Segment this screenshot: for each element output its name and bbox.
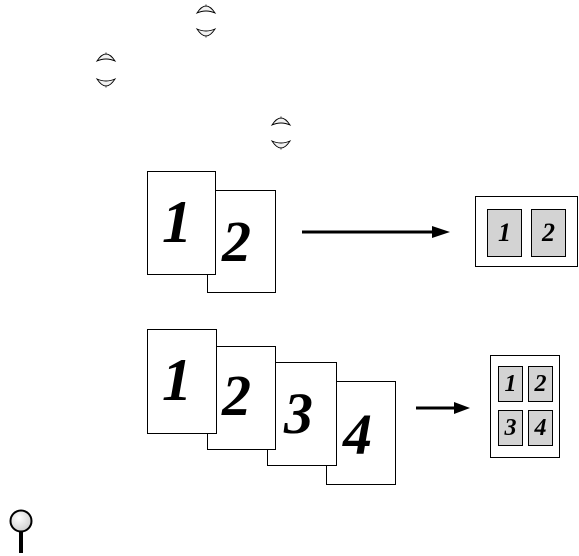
source-page-1: 1 bbox=[147, 329, 217, 434]
up-arrow-key-icon bbox=[270, 112, 292, 127]
page-number: 1 bbox=[162, 350, 192, 410]
source-page-3: 3 bbox=[267, 362, 337, 466]
source-page-2: 2 bbox=[207, 190, 276, 293]
page-number: 3 bbox=[284, 385, 313, 443]
up-arrow-key-icon bbox=[195, 0, 217, 15]
source-page-2: 2 bbox=[207, 346, 276, 450]
page-number: 1 bbox=[162, 192, 192, 252]
nav-up-key-3[interactable] bbox=[270, 112, 292, 127]
page-number: 2 bbox=[222, 367, 251, 425]
nav-up-key-1[interactable] bbox=[195, 0, 217, 15]
arrow-right-icon bbox=[416, 401, 472, 415]
down-arrow-key-icon bbox=[195, 27, 217, 42]
nav-up-key-2[interactable] bbox=[95, 48, 117, 63]
magnifier-note-icon bbox=[8, 508, 34, 554]
result-cell: 3 bbox=[498, 410, 523, 446]
result-sheet-4in1: 1 2 3 4 bbox=[490, 355, 560, 458]
source-page-1: 1 bbox=[147, 171, 216, 275]
nav-down-key-3[interactable] bbox=[270, 139, 292, 154]
nav-down-key-1[interactable] bbox=[195, 27, 217, 42]
result-cell: 2 bbox=[528, 366, 553, 402]
page-number: 4 bbox=[343, 406, 372, 464]
result-cell: 4 bbox=[528, 410, 553, 446]
result-cell: 1 bbox=[487, 209, 522, 257]
result-sheet-2in1: 1 2 bbox=[475, 196, 578, 267]
down-arrow-key-icon bbox=[95, 77, 117, 92]
page-number: 2 bbox=[222, 213, 251, 271]
result-cell: 1 bbox=[498, 366, 523, 402]
down-arrow-key-icon bbox=[270, 139, 292, 154]
result-cell: 2 bbox=[531, 209, 566, 257]
up-arrow-key-icon bbox=[95, 48, 117, 63]
arrow-right-icon bbox=[302, 224, 452, 240]
nav-down-key-2[interactable] bbox=[95, 77, 117, 92]
